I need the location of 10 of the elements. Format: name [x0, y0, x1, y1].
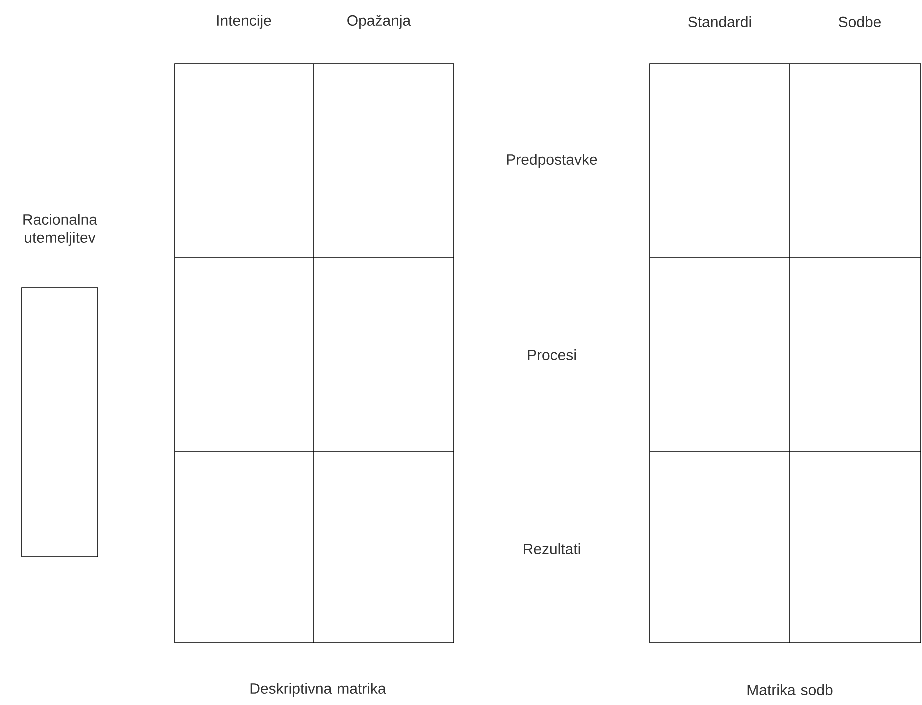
row-label: Procesi	[528, 350, 576, 360]
row-label: Rezultati	[524, 544, 580, 554]
matrix-caption: Deskriptivna matrika	[250, 683, 386, 697]
heading: Racionalna utemeljitev	[24, 214, 98, 246]
column-header: Sodbe	[839, 16, 882, 28]
column-header: Intencije	[217, 15, 272, 29]
column-header: Standardi	[688, 16, 752, 28]
matrix-caption: Matrika sodb	[748, 684, 833, 696]
row-label: Predpostavke	[507, 154, 598, 168]
column-header: Opažanja	[348, 15, 412, 30]
